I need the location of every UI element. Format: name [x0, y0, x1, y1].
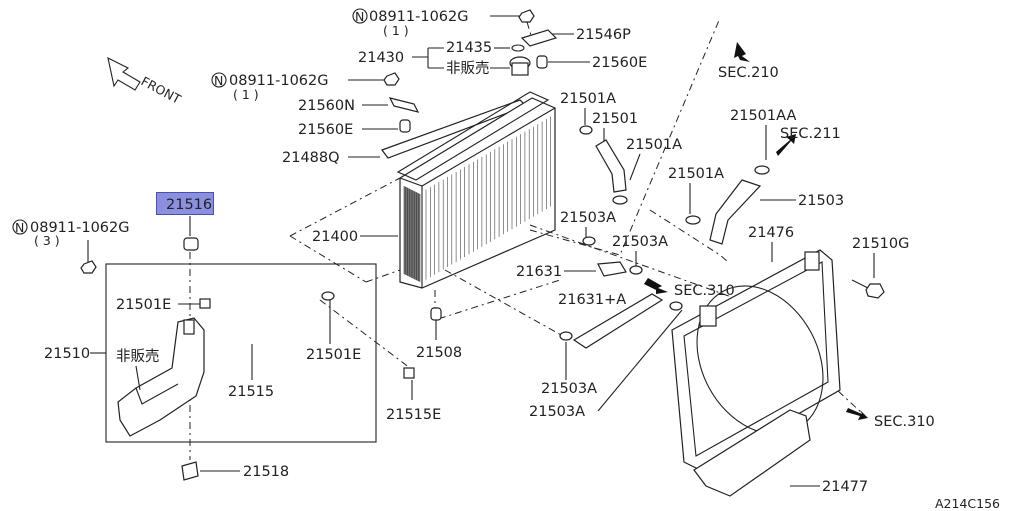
- bolt-21510G: [851, 279, 885, 299]
- part-21435: 21435: [446, 40, 492, 56]
- ref-sec211: SEC.211: [780, 126, 841, 142]
- ref-sec310-a: SEC.310: [674, 283, 735, 299]
- grommet-21560E-top: [536, 55, 548, 69]
- clamp-21501A-3: [685, 215, 701, 225]
- grommet-21560E-left: [399, 119, 411, 133]
- svg-text:N: N: [15, 220, 24, 235]
- part-21501A-3: 21501A: [668, 166, 724, 182]
- bracket-21560N: [388, 97, 420, 113]
- part-21503: 21503: [798, 193, 844, 209]
- hose-21631: [597, 261, 627, 277]
- part-21501A-1: 21501A: [560, 91, 616, 107]
- nut-symbol-top: N: [352, 8, 368, 24]
- fan-shroud-21476: [671, 249, 841, 471]
- clamp-21501E-a: [199, 298, 211, 309]
- front-label: FRONT: [139, 73, 184, 106]
- clip-21515E: [403, 367, 415, 379]
- bracket-21518: [181, 461, 199, 481]
- part-21503A-4: 21503A: [529, 404, 585, 420]
- part-21503A-1: 21503A: [560, 210, 616, 226]
- nut-mid-part: 08911-1062G: [229, 73, 329, 89]
- reservoir-cap-21516: [183, 237, 199, 251]
- ref-sec210: SEC.210: [718, 65, 779, 81]
- arrow-sec310-b: [846, 408, 868, 420]
- part-21430: 21430: [358, 50, 404, 66]
- clamp-21501A-1: [579, 125, 593, 135]
- arrow-sec211: [776, 134, 796, 156]
- reservoir-tank: [117, 317, 205, 437]
- part-21400: 21400: [312, 229, 358, 245]
- part-21510G: 21510G: [852, 236, 909, 252]
- part-21501E-a: 21501E: [116, 297, 171, 313]
- part-21501AA: 21501AA: [730, 108, 796, 124]
- not-for-sale-cap: 非販売: [446, 60, 490, 77]
- nut-left-part: 08911-1062G: [30, 220, 130, 236]
- diagram-id: A214C156: [935, 496, 1000, 511]
- clamp-21503A-1: [582, 236, 596, 246]
- svg-text:N: N: [214, 73, 223, 88]
- part-21501E-b: 21501E: [306, 347, 361, 363]
- shroud-21477: [693, 409, 811, 497]
- hose-21503: [709, 179, 762, 245]
- not-for-sale-tank: 非販売: [116, 348, 160, 365]
- clamp-21503A-2: [629, 265, 643, 275]
- part-21631A: 21631+A: [558, 292, 626, 308]
- clamp-21501AA: [754, 165, 770, 175]
- part-21560N: 21560N: [298, 98, 355, 114]
- hose-21631A: [572, 293, 664, 349]
- bracket-21546P: [520, 29, 558, 47]
- part-21560E-left: 21560E: [298, 122, 353, 138]
- seal-21435: [511, 44, 525, 52]
- part-21631: 21631: [516, 264, 562, 280]
- part-21477: 21477: [822, 479, 868, 495]
- part-21503A-3: 21503A: [541, 381, 597, 397]
- part-21510: 21510: [44, 346, 90, 362]
- part-21518: 21518: [243, 464, 289, 480]
- part-21515E: 21515E: [386, 407, 441, 423]
- part-21546P: 21546P: [576, 27, 631, 43]
- nut-left-qty: ( 3 ): [34, 233, 60, 248]
- svg-text:N: N: [355, 9, 364, 24]
- nut-symbol-mid: N: [211, 72, 227, 88]
- clamp-21503A-4: [669, 301, 683, 311]
- highlight-box: [156, 192, 214, 215]
- ref-sec310-b: SEC.310: [874, 414, 935, 430]
- part-21501-mid: 21501: [592, 111, 638, 127]
- clamp-21501E-b: [321, 291, 335, 301]
- arrow-sec210: [734, 42, 750, 62]
- part-21488Q: 21488Q: [282, 150, 340, 166]
- nut-symbol-left: N: [12, 219, 28, 235]
- nut-top-drawing: [518, 9, 535, 23]
- part-21476: 21476: [748, 225, 794, 241]
- part-21515: 21515: [228, 384, 274, 400]
- front-arrow: [107, 56, 141, 91]
- part-21501A-2: 21501A: [626, 137, 682, 153]
- nut-left-drawing: [80, 260, 97, 274]
- nut-mid-qty: ( 1 ): [233, 87, 259, 102]
- part-21508: 21508: [416, 345, 462, 361]
- arrow-sec310-a: [644, 278, 668, 294]
- clamp-21503A-3: [559, 331, 573, 341]
- part-21560E-top: 21560E: [592, 55, 647, 71]
- clamp-21501A-2: [612, 195, 628, 205]
- radiator-core: [396, 91, 556, 289]
- part-21516: 21516: [166, 197, 212, 213]
- radiator-cap: [509, 56, 531, 76]
- hose-21515: [201, 273, 322, 344]
- grommet-21508: [430, 307, 442, 321]
- nut-top-part: 08911-1062G: [369, 9, 469, 25]
- nut-mid-drawing: [383, 72, 400, 86]
- nut-top-qty: ( 1 ): [383, 23, 409, 38]
- part-21503A-2: 21503A: [612, 234, 668, 250]
- hose-21501: [595, 139, 627, 193]
